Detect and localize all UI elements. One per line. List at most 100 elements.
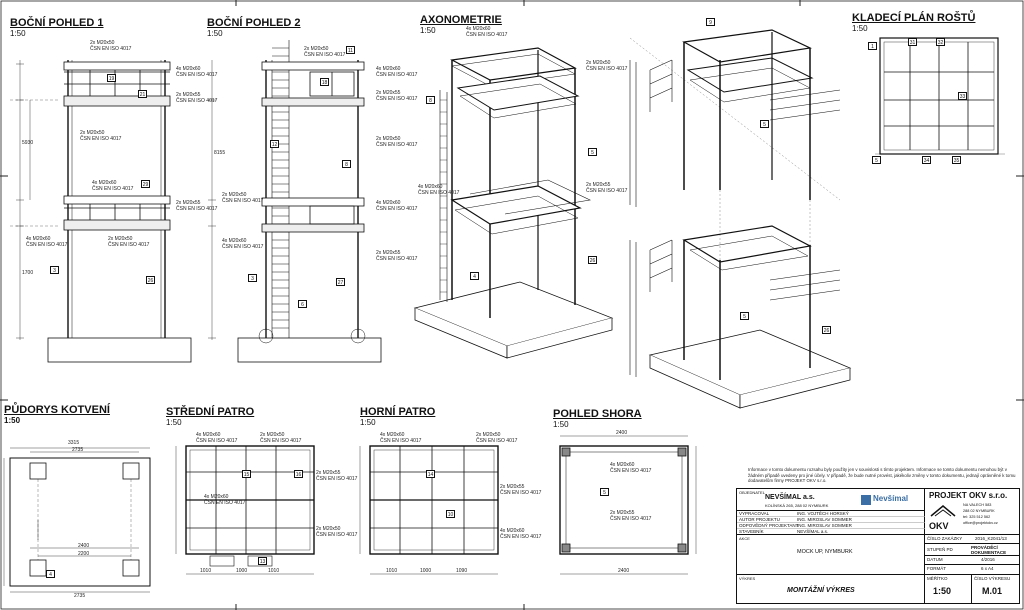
scale-grating-plan: 1:50 bbox=[852, 24, 868, 33]
firm-logo-icon bbox=[929, 502, 957, 520]
firm-email: office@projektokv.cz bbox=[963, 521, 998, 525]
part-tag: 13 bbox=[258, 557, 267, 565]
axonometry-assembled bbox=[413, 47, 614, 359]
scale-top-floor: 1:50 bbox=[360, 418, 376, 427]
part-tag: 11 bbox=[346, 46, 355, 54]
scale-label: MĚŘÍTKO bbox=[927, 576, 948, 581]
scale-side-view-1: 1:50 bbox=[10, 29, 26, 38]
dimension: 1000 bbox=[420, 568, 432, 574]
dimension: 2200 bbox=[78, 551, 90, 557]
part-tag: 9 bbox=[706, 18, 715, 26]
title-block: OBJEDNATEL NEVŠÍMAL a.s. KOLÍNSKÁ 265, 2… bbox=[736, 488, 1020, 604]
firm-address: NA VALECH 583 bbox=[963, 503, 992, 507]
client-logo-text: Nevšímal bbox=[873, 494, 909, 503]
drawing-number-value: M.01 bbox=[982, 586, 1003, 596]
part-tag: 26 bbox=[588, 256, 597, 264]
part-tag: 4 bbox=[46, 570, 55, 578]
title-grating-plan: KLADECÍ PLÁN ROŠTŮ bbox=[852, 12, 976, 24]
part-tag: 5 bbox=[588, 148, 597, 156]
title-anchor-plan: PŮDORYS KOTVENÍ bbox=[4, 404, 110, 416]
drawing-number-cell: ČÍSLO VÝKRESU M.01 bbox=[972, 575, 1019, 603]
firm-cell: PROJEKT OKV s.r.o. OKV NA VALECH 583 288… bbox=[925, 489, 1019, 535]
part-tag: 15 bbox=[242, 470, 251, 478]
legal-note: Informace v tomto dokumentu rozsahu byly… bbox=[748, 467, 1016, 483]
title-top-view: POHLED SHORA bbox=[553, 408, 642, 420]
dimension: 2400 bbox=[78, 543, 90, 549]
dimension: 1010 bbox=[200, 568, 212, 574]
part-tag: 14 bbox=[426, 470, 435, 478]
vykres-label: VÝKRES bbox=[739, 576, 756, 581]
dimension: 2400 bbox=[618, 568, 630, 574]
firm-phone: tel: 325 512 562 bbox=[963, 515, 991, 519]
side-view-1 bbox=[10, 60, 192, 363]
client-logo-icon bbox=[861, 495, 871, 505]
part-tag: 32 bbox=[936, 38, 945, 46]
scale-top-view: 1:50 bbox=[553, 420, 569, 429]
part-tag: 27 bbox=[336, 278, 345, 286]
part-tag: 4 bbox=[470, 272, 479, 280]
scale-anchor-plan: 1:50 bbox=[4, 416, 21, 425]
client-label: OBJEDNATEL bbox=[739, 490, 765, 495]
vykres-value: MONTÁŽNÍ VÝKRES bbox=[787, 587, 855, 594]
part-tag: 33 bbox=[958, 92, 967, 100]
grating-layout-plan bbox=[875, 37, 1005, 155]
scale-value: 1:50 bbox=[933, 586, 952, 596]
dimension: 1010 bbox=[386, 568, 398, 574]
scale-axonometry: 1:50 bbox=[420, 26, 436, 35]
anchor-plan bbox=[3, 447, 151, 593]
dimension: 1090 bbox=[456, 568, 468, 574]
firm-name: PROJEKT OKV s.r.o. bbox=[929, 491, 1008, 500]
dimension: 1000 bbox=[236, 568, 248, 574]
project-cell: AKCE MOCK UP, NYMBURK bbox=[737, 535, 925, 575]
akce-value: MOCK UP, NYMBURK bbox=[797, 549, 853, 555]
scale-middle-floor: 1:50 bbox=[166, 418, 182, 427]
part-tag: 18 bbox=[320, 78, 329, 86]
part-tag: 10 bbox=[446, 510, 455, 518]
title-middle-floor: STŘEDNÍ PATRO bbox=[166, 406, 255, 418]
scale-cell: MĚŘÍTKO 1:50 bbox=[925, 575, 972, 603]
part-tag: 16 bbox=[294, 470, 303, 478]
part-tag: 5 bbox=[872, 156, 881, 164]
firm-city: 288 02 NYMBURK bbox=[963, 509, 995, 513]
dimension: 2735 bbox=[72, 447, 84, 453]
firm-logo-text: OKV bbox=[929, 521, 949, 531]
title-side-view-1: BOČNÍ POHLED 1 bbox=[10, 17, 104, 29]
part-tag: 8 bbox=[342, 160, 351, 168]
dimension: 2735 bbox=[74, 593, 86, 599]
part-tag: 26 bbox=[146, 276, 155, 284]
akce-label: AKCE bbox=[739, 536, 750, 541]
part-tag: 34 bbox=[922, 156, 931, 164]
part-tag: 5 bbox=[600, 488, 609, 496]
title-top-floor: HORNÍ PATRO bbox=[360, 406, 436, 418]
drawing-title-cell: VÝKRES MONTÁŽNÍ VÝKRES bbox=[737, 575, 925, 603]
part-tag: 6 bbox=[298, 300, 307, 308]
part-tag: 3 bbox=[50, 266, 59, 274]
top-view-plan bbox=[559, 435, 697, 575]
dimension: 1700 bbox=[22, 270, 34, 276]
middle-floor-plan bbox=[175, 445, 315, 575]
